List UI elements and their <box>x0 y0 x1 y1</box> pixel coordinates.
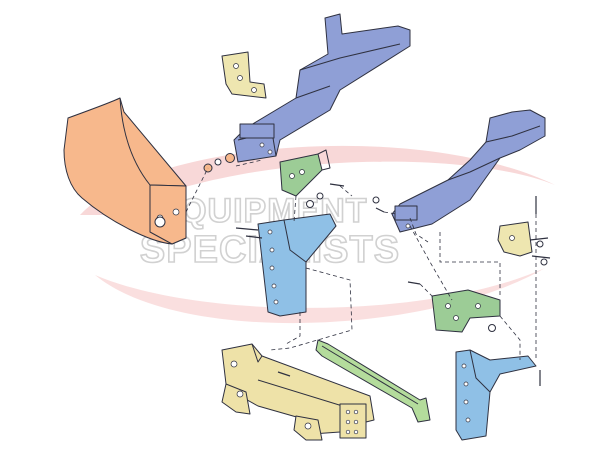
right-frame-rail <box>391 109 546 233</box>
assembly-lines <box>185 159 537 360</box>
watermark-swoosh-lower <box>95 268 545 324</box>
cross-bar <box>315 339 431 423</box>
watermark-swoosh <box>80 145 555 215</box>
left-green-bracket <box>279 149 331 197</box>
right-upright-plate <box>455 349 537 441</box>
mount-angle <box>497 221 533 257</box>
front-bumper <box>63 97 187 245</box>
small-angle-bracket <box>221 51 267 99</box>
lift-frame <box>221 343 375 441</box>
left-frame-rail <box>233 13 411 163</box>
right-green-bracket <box>431 289 501 333</box>
left-upright-plate <box>257 213 337 317</box>
hardware <box>154 153 551 386</box>
